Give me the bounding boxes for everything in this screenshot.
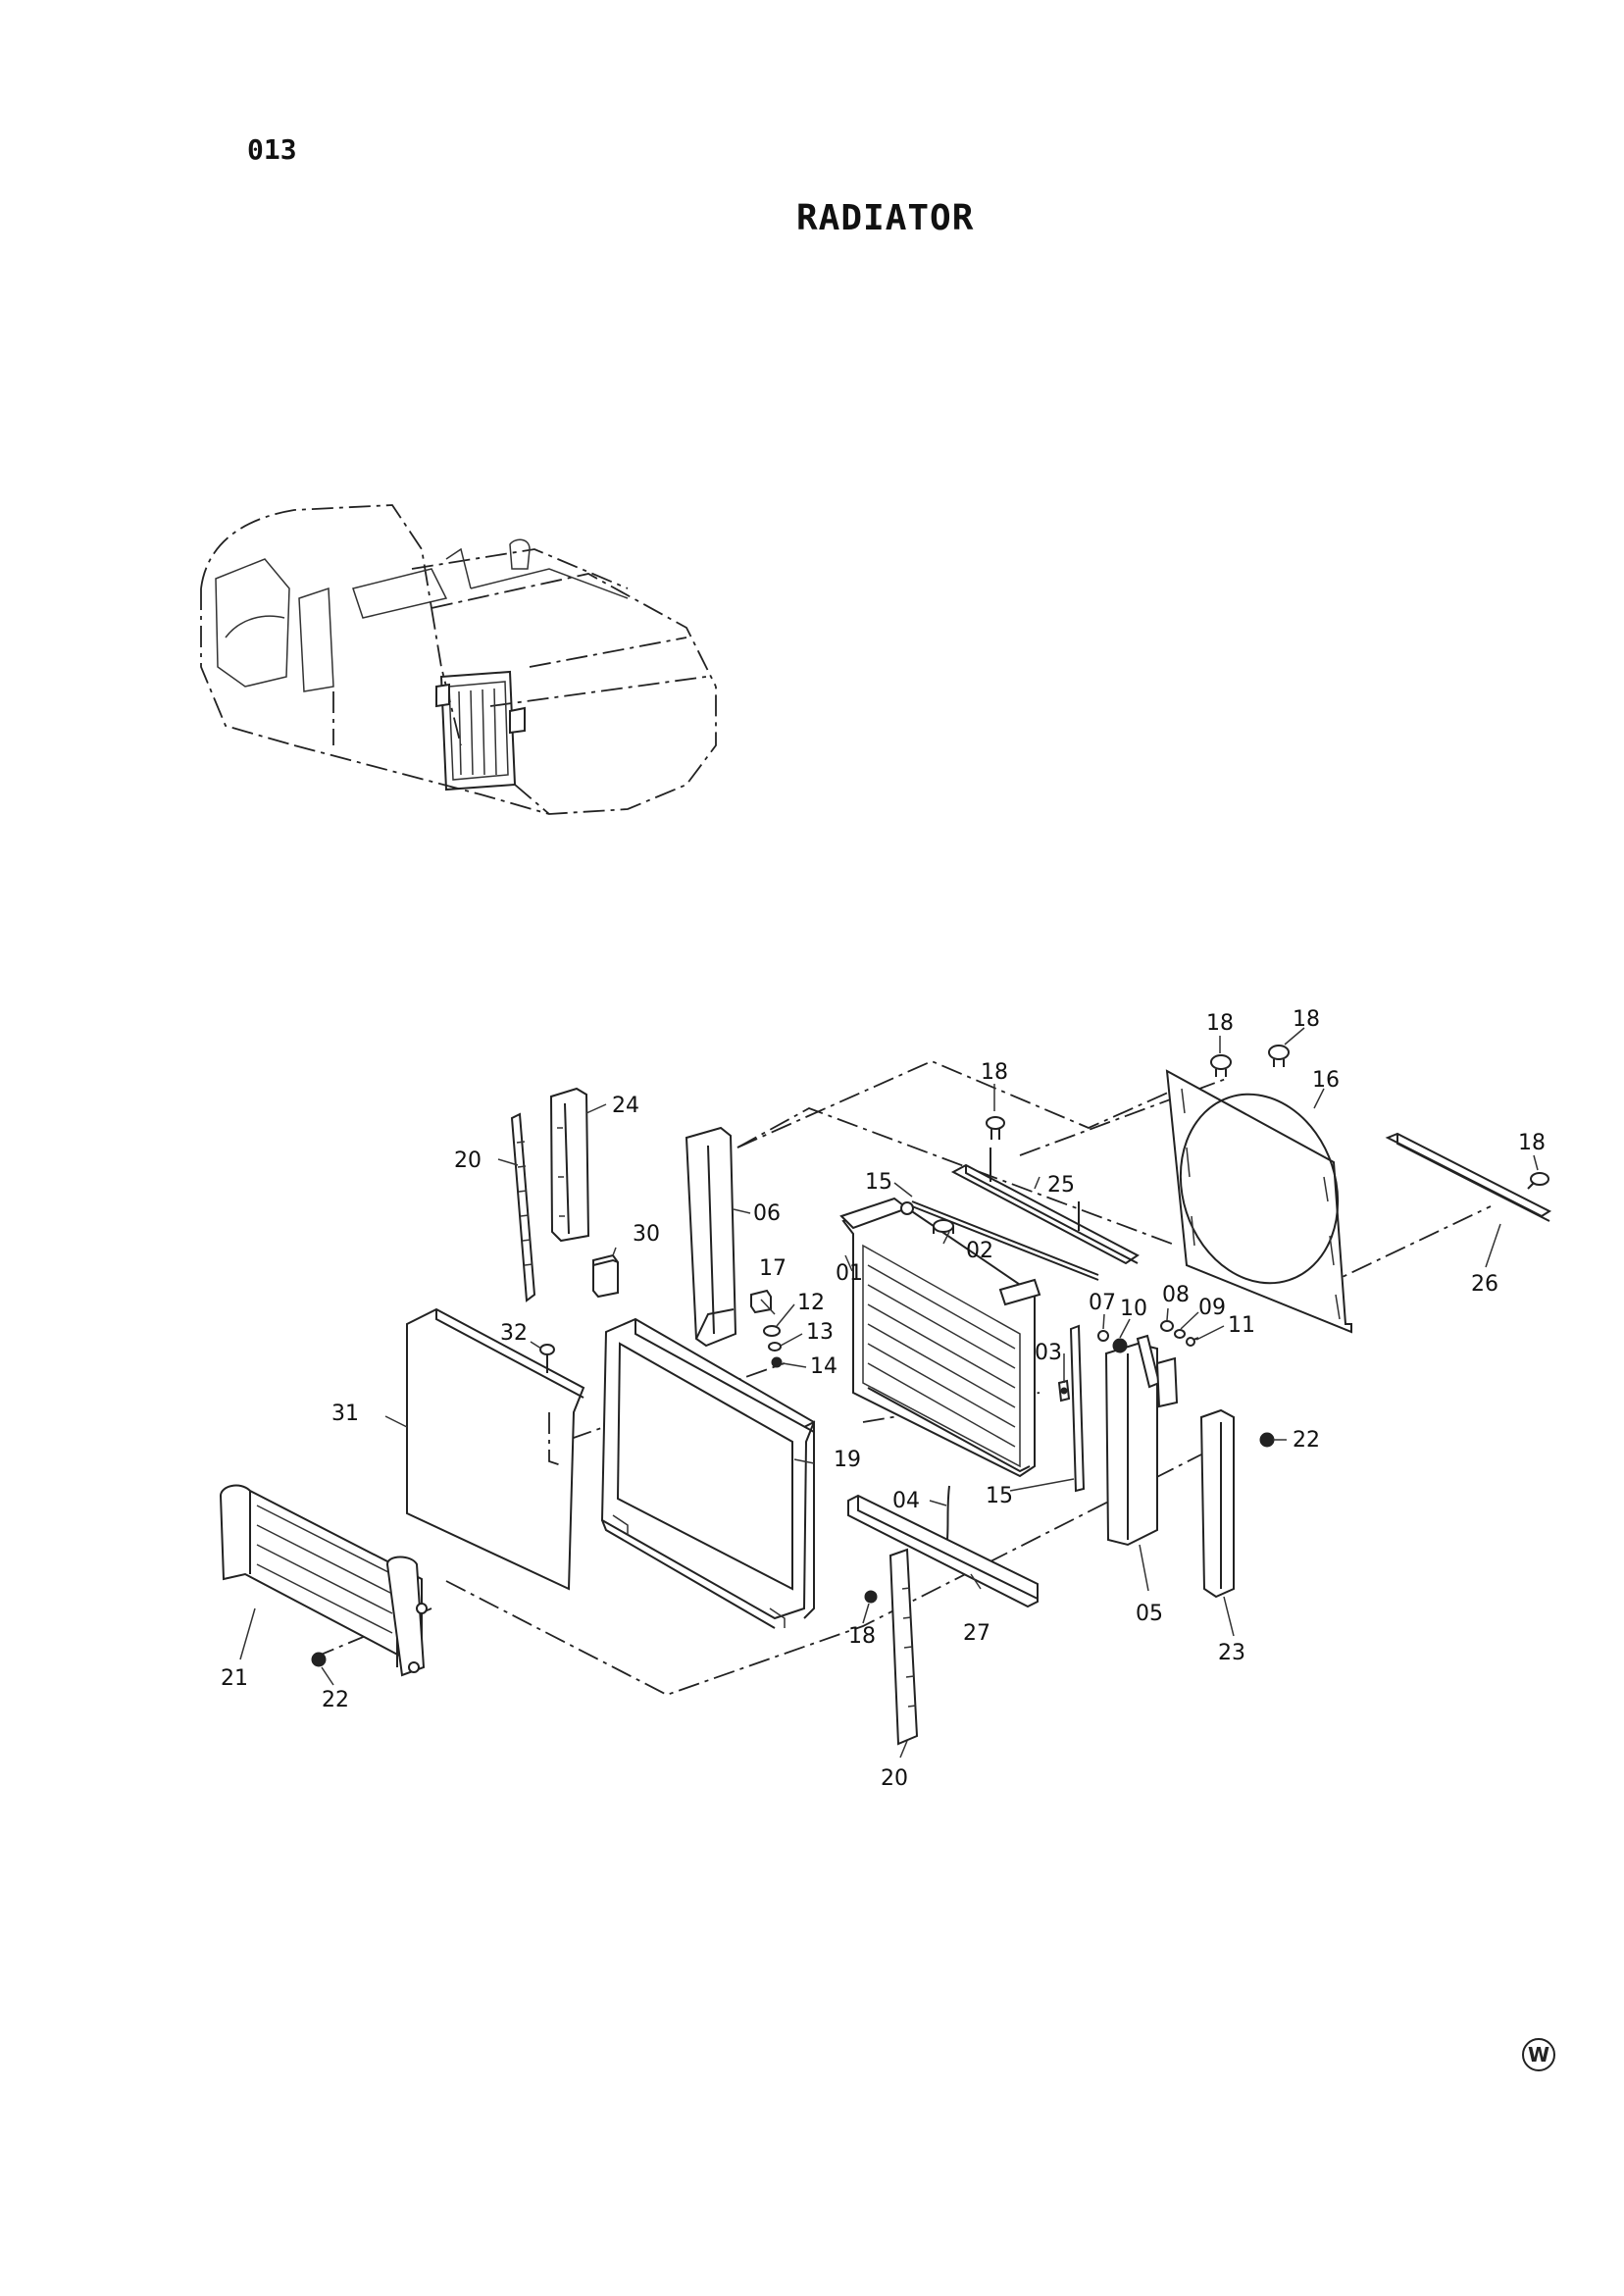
part-25-upper-rail bbox=[950, 1148, 1140, 1265]
callout-21: 21 bbox=[221, 1666, 248, 1691]
part-23-right-bracket bbox=[1199, 1408, 1235, 1599]
part-20-strip-upper bbox=[510, 1112, 536, 1302]
callout-24: 24 bbox=[612, 1094, 639, 1118]
part-06-channel bbox=[685, 1126, 737, 1348]
callout-25: 25 bbox=[1047, 1173, 1075, 1198]
callout-05: 05 bbox=[1136, 1602, 1163, 1626]
part-30-block bbox=[592, 1253, 619, 1299]
part-22-nut-right bbox=[1259, 1432, 1275, 1448]
callout-13: 13 bbox=[806, 1320, 834, 1345]
callout-leaders bbox=[239, 1027, 1539, 1759]
callout-labels: 01 02 03 04 05 06 07 08 09 10 11 12 13 1… bbox=[221, 1007, 1546, 1791]
callout-22-right: 22 bbox=[1293, 1428, 1320, 1453]
callout-18-b: 18 bbox=[1293, 1007, 1320, 1032]
part-16-fan-shroud bbox=[1165, 1069, 1352, 1334]
excavator-locator-sketch bbox=[200, 504, 717, 815]
callout-18-a: 18 bbox=[1206, 1011, 1234, 1036]
callout-23: 23 bbox=[1218, 1641, 1245, 1665]
callout-20-upper: 20 bbox=[454, 1148, 482, 1173]
callout-04: 04 bbox=[892, 1489, 920, 1513]
part-18-bolt-lower bbox=[864, 1590, 878, 1604]
callout-03: 03 bbox=[1035, 1341, 1062, 1365]
part-21-oil-cooler bbox=[219, 1484, 428, 1677]
callout-12: 12 bbox=[797, 1291, 825, 1315]
part-17-block bbox=[750, 1289, 772, 1314]
callout-15-upper: 15 bbox=[865, 1170, 892, 1195]
callout-30: 30 bbox=[633, 1222, 660, 1247]
part-05-side-bracket bbox=[1104, 1334, 1179, 1547]
page-title: RADIATOR bbox=[796, 198, 975, 238]
part-24-channel-bracket bbox=[549, 1087, 590, 1243]
callout-02: 02 bbox=[966, 1239, 993, 1263]
part-01-radiator-core bbox=[839, 1197, 1041, 1478]
part-22-nut-left bbox=[311, 1652, 327, 1667]
watermark-w-logo: W bbox=[1522, 2038, 1555, 2071]
callout-20-lower: 20 bbox=[881, 1766, 908, 1791]
part-26-angle-bar bbox=[1385, 1132, 1552, 1222]
callout-22-left: 22 bbox=[322, 1688, 349, 1712]
part-18-bolts-upper bbox=[986, 1045, 1549, 1190]
callout-27: 27 bbox=[963, 1621, 990, 1646]
part-31-cover-panel bbox=[406, 1307, 585, 1591]
callout-32: 32 bbox=[500, 1321, 528, 1346]
part-19-shroud-frame bbox=[600, 1317, 816, 1629]
parts-12-13-14-cap-set bbox=[763, 1325, 783, 1368]
callout-01: 01 bbox=[836, 1261, 863, 1286]
callout-07: 07 bbox=[1089, 1291, 1116, 1315]
callout-11: 11 bbox=[1228, 1313, 1255, 1338]
callout-15-lower: 15 bbox=[986, 1484, 1013, 1508]
callout-17: 17 bbox=[759, 1256, 787, 1281]
parts-07-11-fastener-set bbox=[1097, 1320, 1199, 1353]
part-27-lower-rail bbox=[847, 1494, 1039, 1608]
part-03-drain-cock bbox=[1057, 1379, 1071, 1403]
callout-26: 26 bbox=[1471, 1272, 1498, 1297]
callout-18-c: 18 bbox=[981, 1060, 1008, 1085]
part-15-seal-strip-upper bbox=[911, 1200, 1099, 1281]
callout-31: 31 bbox=[331, 1402, 359, 1426]
part-15-seal-strip-lower bbox=[1069, 1324, 1086, 1493]
callout-16: 16 bbox=[1312, 1068, 1340, 1093]
callout-14: 14 bbox=[810, 1354, 837, 1379]
page-number: 013 bbox=[247, 133, 297, 166]
callout-08: 08 bbox=[1162, 1283, 1190, 1307]
callout-18-e: 18 bbox=[848, 1624, 876, 1649]
callout-09: 09 bbox=[1198, 1296, 1226, 1320]
callout-19: 19 bbox=[834, 1448, 861, 1472]
callout-18-d: 18 bbox=[1518, 1131, 1546, 1155]
part-02-filler-cap bbox=[933, 1219, 954, 1234]
callout-10: 10 bbox=[1120, 1297, 1147, 1321]
callout-06: 06 bbox=[753, 1201, 781, 1226]
part-20-strip-lower bbox=[888, 1548, 919, 1746]
part-32-bolt bbox=[539, 1344, 555, 1373]
